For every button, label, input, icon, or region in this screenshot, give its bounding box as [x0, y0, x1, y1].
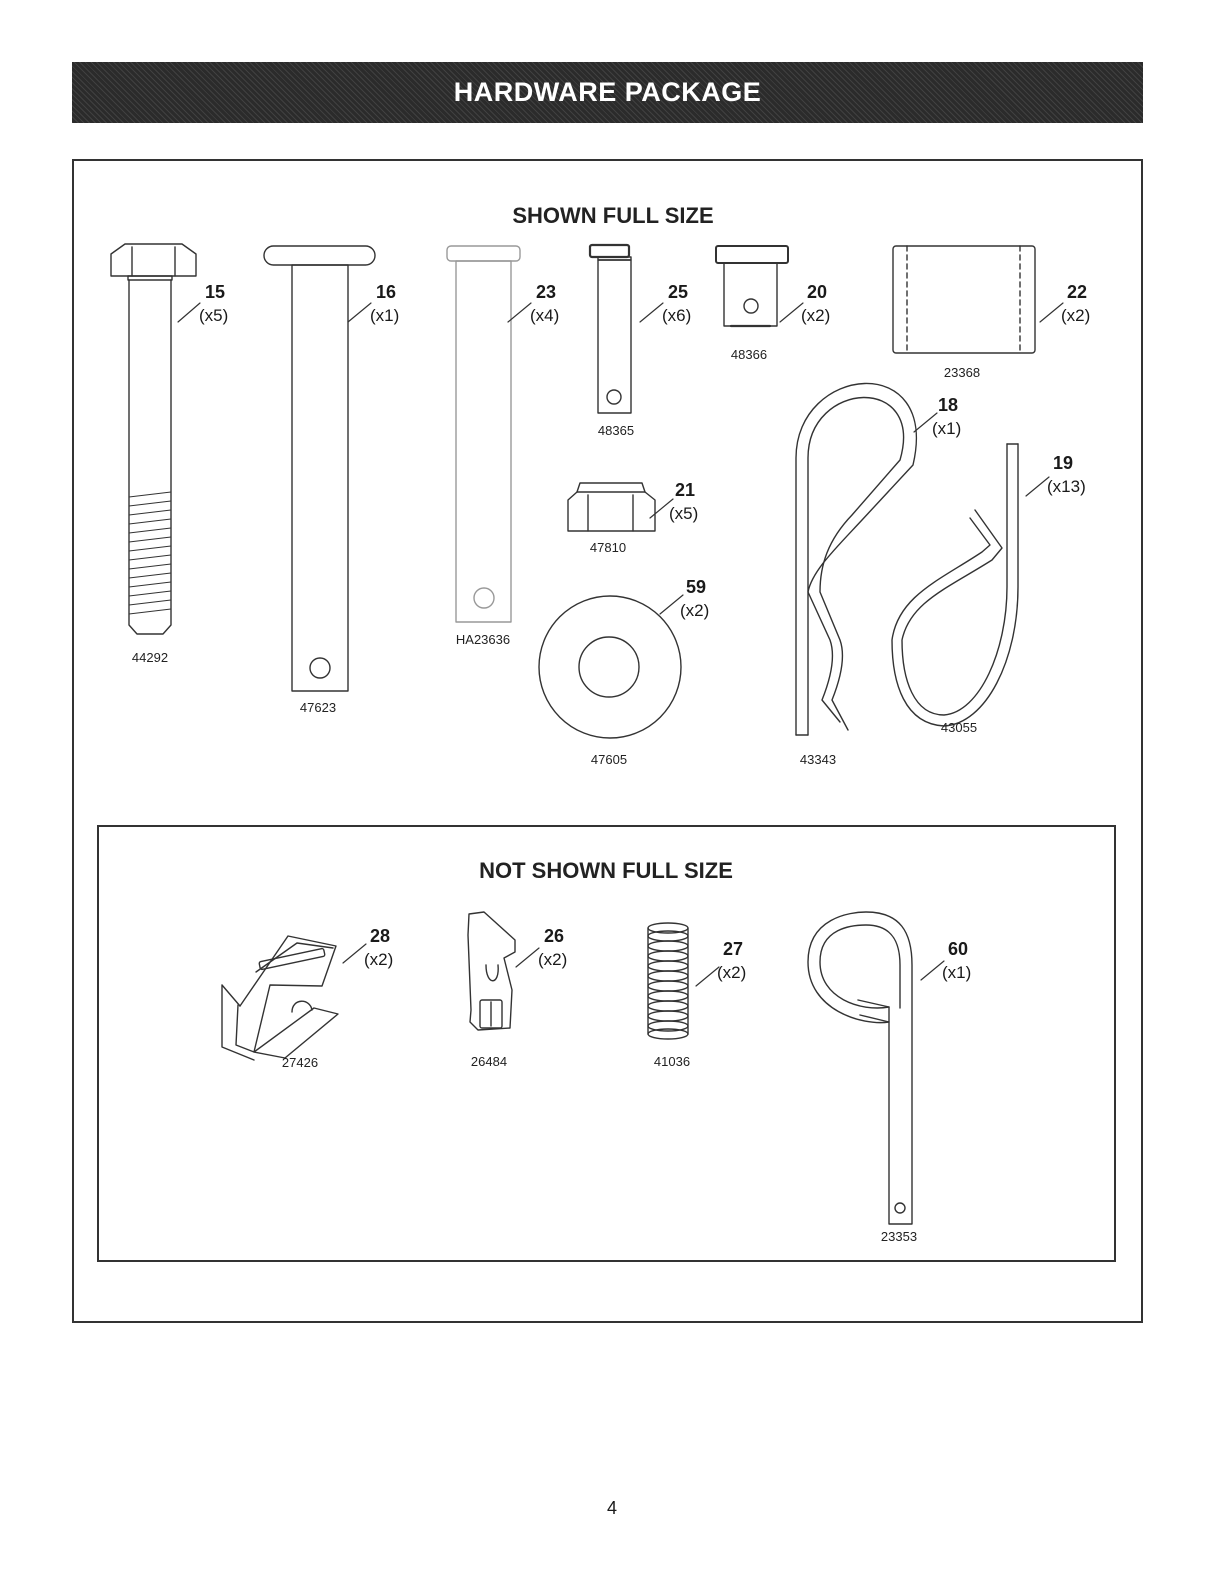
ref-number: 59 — [686, 577, 707, 597]
callout-20: 20 (x2) — [797, 283, 830, 324]
quantity: (x5) — [199, 306, 229, 325]
hairpin-small-icon — [891, 443, 1019, 727]
part-number-44292: 44292 — [131, 650, 169, 665]
callout-16: 16 (x1) — [366, 283, 399, 324]
ref-number: 21 — [675, 480, 696, 500]
quantity: (x2) — [801, 306, 831, 325]
pin-stub-icon — [715, 245, 789, 328]
ref-number: 22 — [1067, 282, 1088, 302]
quantity: (x2) — [1061, 306, 1091, 325]
not-full-size-frame — [97, 825, 1116, 1262]
quantity: (x2) — [538, 950, 568, 969]
part-number-48366: 48366 — [730, 347, 768, 362]
part-number-43055: 43055 — [940, 720, 978, 735]
hairpin-large-icon — [795, 382, 917, 736]
quantity: (x13) — [1047, 477, 1086, 496]
callout-18: 18 (x1) — [928, 396, 961, 437]
callout-15: 15 (x5) — [195, 283, 228, 324]
clevis-pin-icon — [446, 245, 521, 623]
callout-25: 25 (x6) — [658, 283, 691, 324]
callout-19: 19 (x13) — [1043, 454, 1086, 495]
spacer-icon — [892, 245, 1036, 354]
callout-28: 28 (x2) — [360, 927, 393, 968]
header-banner: HARDWARE PACKAGE — [72, 62, 1143, 123]
ref-number: 27 — [723, 939, 744, 959]
callout-22: 22 (x2) — [1057, 283, 1090, 324]
quantity: (x5) — [669, 504, 699, 523]
ref-number: 16 — [376, 282, 397, 302]
quantity: (x1) — [932, 419, 962, 438]
leader-lines — [177, 302, 1064, 987]
part-number-23368: 23368 — [943, 365, 981, 380]
part-number-47623: 47623 — [299, 700, 337, 715]
ref-number: 15 — [205, 282, 226, 302]
part-number-48365: 48365 — [597, 423, 635, 438]
clevis-pin-long-icon — [263, 245, 376, 692]
not-full-size-title: NOT SHOWN FULL SIZE — [479, 858, 733, 883]
lock-nut-icon — [567, 482, 656, 532]
latch-plate-icon — [467, 911, 516, 1031]
callout-60: 60 (x1) — [938, 940, 971, 981]
ref-number: 26 — [544, 926, 565, 946]
part-number-47810: 47810 — [589, 540, 627, 555]
part-number-26484: 26484 — [470, 1054, 508, 1069]
quantity: (x2) — [717, 963, 747, 982]
quantity: (x2) — [364, 950, 394, 969]
part-number-27426: 27426 — [281, 1055, 319, 1070]
pin-hook-icon — [807, 911, 913, 1225]
spring-icon — [647, 922, 689, 1040]
part-number-47605: 47605 — [590, 752, 628, 767]
part-number-ha23636: HA23636 — [455, 632, 511, 647]
hex-bolt-icon — [110, 243, 197, 635]
callout-26: 26 (x2) — [534, 927, 567, 968]
page-title: HARDWARE PACKAGE — [453, 77, 762, 107]
quantity: (x4) — [530, 306, 560, 325]
callout-27: 27 (x2) — [713, 940, 746, 981]
quantity: (x2) — [680, 601, 710, 620]
callout-23: 23 (x4) — [526, 283, 559, 324]
ref-number: 25 — [668, 282, 689, 302]
flat-washer-icon — [538, 595, 682, 739]
callout-21: 21 (x5) — [665, 481, 698, 522]
ref-number: 60 — [948, 939, 969, 959]
full-size-title: SHOWN FULL SIZE — [512, 203, 714, 228]
clevis-pin-short-icon — [588, 243, 632, 414]
ref-number: 28 — [370, 926, 391, 946]
ref-number: 23 — [536, 282, 557, 302]
quantity: (x1) — [370, 306, 400, 325]
quantity: (x6) — [662, 306, 692, 325]
bracket-icon — [221, 935, 339, 1061]
callout-59: 59 (x2) — [676, 578, 709, 619]
part-number-43343: 43343 — [799, 752, 837, 767]
part-number-23353: 23353 — [880, 1229, 918, 1244]
ref-number: 19 — [1053, 453, 1074, 473]
full-size-frame — [72, 159, 1143, 1323]
page-number: 4 — [606, 1498, 618, 1518]
quantity: (x1) — [942, 963, 972, 982]
part-number-41036: 41036 — [653, 1054, 691, 1069]
ref-number: 20 — [807, 282, 828, 302]
ref-number: 18 — [938, 395, 959, 415]
